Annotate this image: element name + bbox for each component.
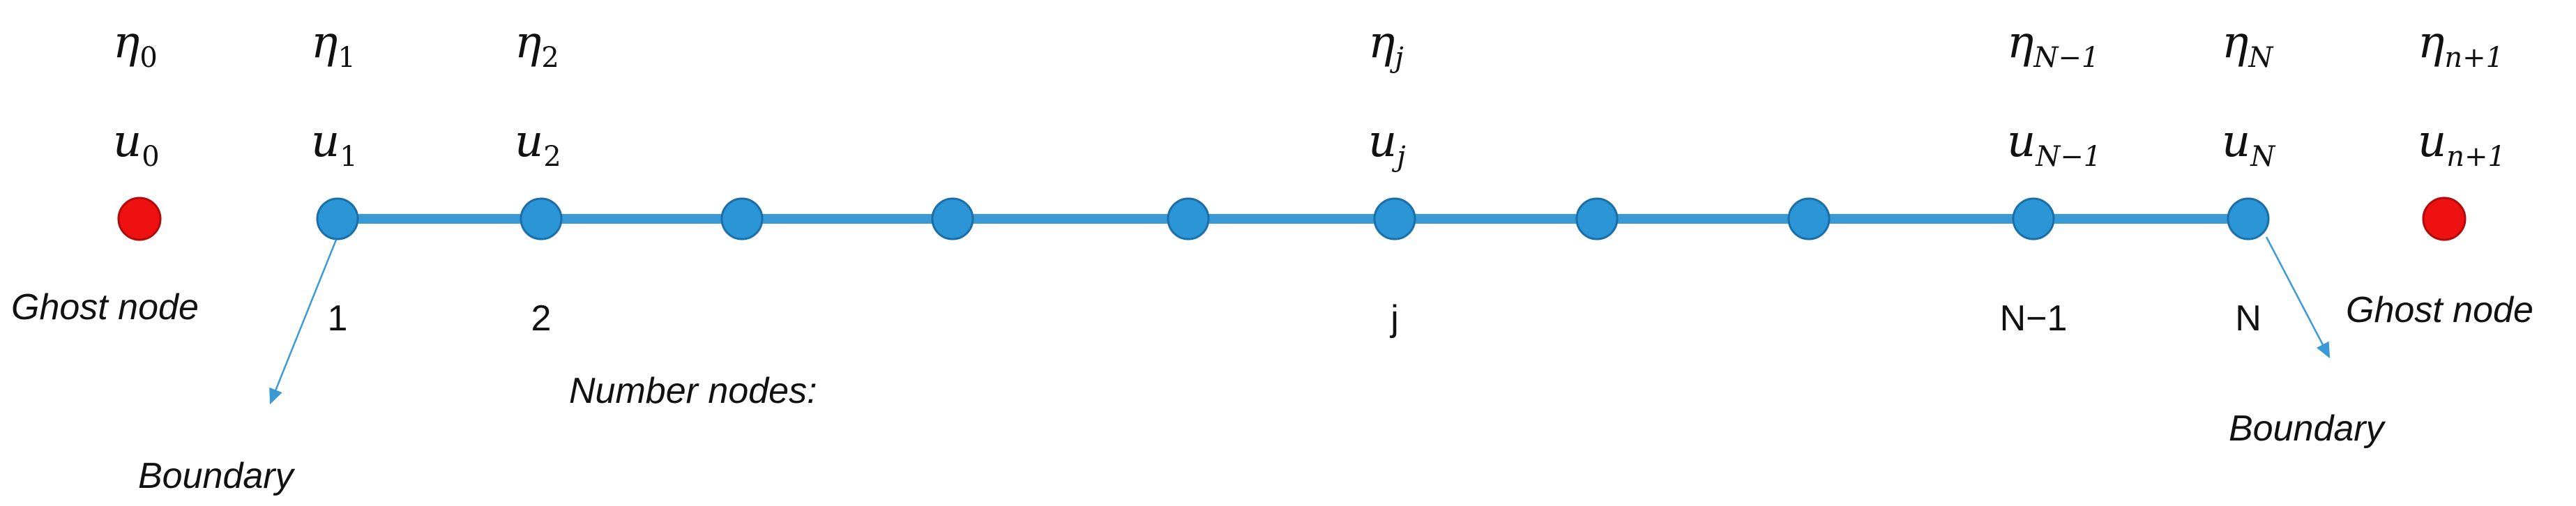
grid-node: [316, 197, 359, 240]
eta-label: η1: [311, 17, 356, 74]
grid-node: [720, 197, 764, 240]
u-label: un+1: [2418, 116, 2506, 173]
u-label-subscript: 1: [340, 141, 357, 173]
ghost-node-label-left: Ghost node: [11, 287, 199, 328]
grid-node: [1787, 197, 1831, 240]
grid-node: [2012, 197, 2055, 240]
u-label: uN: [2222, 116, 2276, 173]
node-index-label: 2: [531, 298, 552, 339]
eta-label: ηn+1: [2418, 17, 2503, 74]
node-index-label: N−1: [2000, 298, 2068, 339]
eta-label-subscript: N−1: [2033, 42, 2099, 74]
u-label: uj: [1368, 116, 1406, 173]
eta-label: η2: [515, 17, 559, 74]
eta-label-subscript: n+1: [2444, 42, 2503, 74]
boundary-label-right: Boundary: [2229, 408, 2386, 449]
boundary-label-left: Boundary: [138, 456, 296, 496]
u-label-subscript: 2: [543, 141, 561, 173]
ghost-node: [2422, 197, 2467, 241]
node-index-label: j: [1389, 298, 1399, 339]
node-index-label: N: [2235, 298, 2261, 339]
u-label-subscript: N−1: [2035, 141, 2101, 173]
eta-label: ηj: [1368, 17, 1404, 74]
u-label: u1: [311, 116, 358, 173]
nodes-layer: [117, 197, 2467, 241]
eta-label: η0: [113, 17, 158, 74]
boundary-arrow-left: [269, 239, 338, 405]
ghost-node-label-right: Ghost node: [2346, 290, 2533, 330]
grid-node: [1167, 197, 1210, 240]
eta-label: ηN−1: [2007, 17, 2099, 74]
grid-node: [1575, 197, 1619, 240]
grid-node: [931, 197, 974, 240]
u-label: u0: [113, 116, 160, 173]
grid-node: [520, 197, 563, 240]
u-label-subscript: n+1: [2446, 141, 2506, 173]
node-index-label: 1: [328, 298, 348, 339]
grid-node: [2227, 197, 2270, 240]
eta-label: ηN: [2222, 17, 2274, 74]
grid-node: [1373, 197, 1416, 240]
boundary-arrow-right: [2265, 236, 2331, 359]
u-label-subscript: N: [2250, 141, 2276, 173]
number-nodes-label: Number nodes:: [569, 371, 817, 411]
u-label: u2: [515, 116, 561, 173]
eta-label-subscript: N: [2248, 42, 2274, 74]
ghost-node: [117, 197, 162, 241]
u-label: uN−1: [2007, 116, 2101, 173]
u-label-subscript: 0: [142, 141, 159, 173]
eta-label-subscript: 0: [139, 42, 157, 74]
eta-label-subscript: 2: [541, 42, 559, 74]
eta-label-subscript: 1: [338, 42, 355, 74]
node-labels-layer: η0u0η1u11η2u22ηjujjηN−1uN−1N−1ηNuNNηn+1u…: [113, 17, 2506, 339]
